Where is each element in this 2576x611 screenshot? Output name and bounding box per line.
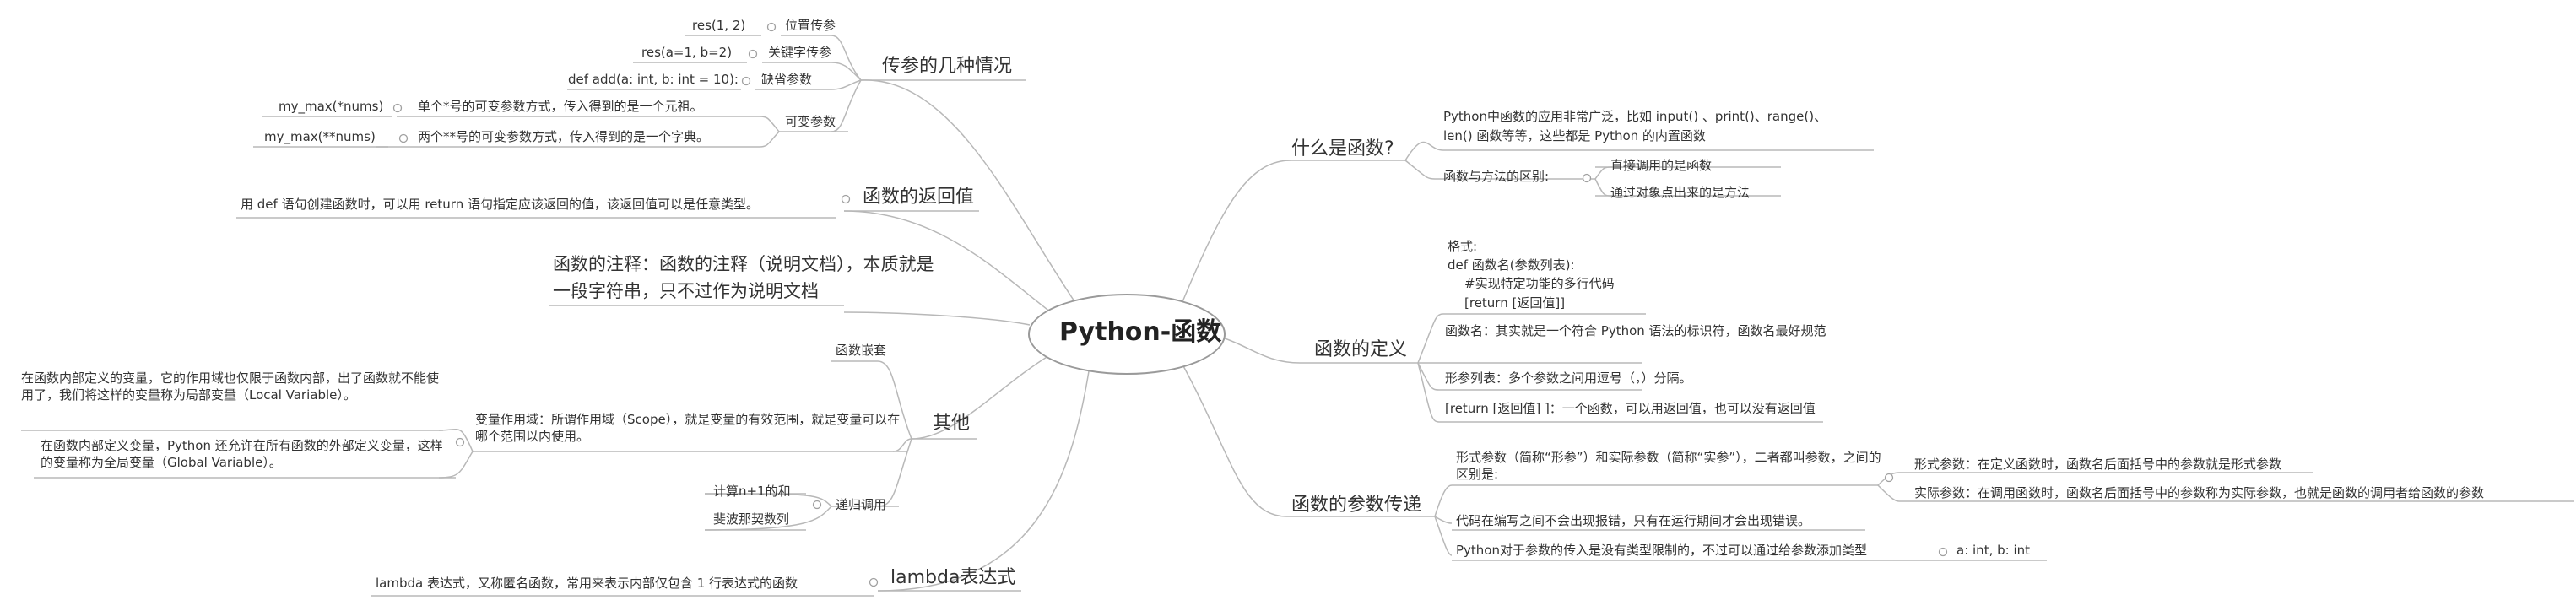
bullet-scope <box>455 437 465 447</box>
bullet-annotation <box>1938 547 1948 557</box>
bullet-positional <box>766 22 777 32</box>
star-example: my_max(*nums) <box>279 99 384 114</box>
branch-what-title: 什么是函数? <box>1291 138 1394 160</box>
branch-params-title: 传参的几种情况 <box>882 56 1013 77</box>
link-root-return <box>843 210 1052 313</box>
bullet-diff <box>1582 173 1592 183</box>
lambda-desc: lambda 表达式，又称匿名函数，常用来表示内部仅包含 1 行表达式的函数 <box>376 576 798 591</box>
default-label: 缺省参数 <box>761 72 813 87</box>
actual-param-desc: 实际参数：在调用函数时，函数名后面括号中的参数称为实际参数，也就是函数的调用者给… <box>1914 485 2485 500</box>
docstring-line1: 函数的注释：函数的注释（说明文档），本质就是 <box>553 254 934 274</box>
bullet-recursion-sum <box>812 500 822 510</box>
bullet-star <box>392 103 403 113</box>
format-line-4: [return [返回值]] <box>1464 295 1566 311</box>
link-root-lambda <box>877 370 1090 592</box>
param-list-desc: 形参列表：多个参数之间用逗号（，）分隔。 <box>1445 370 1692 386</box>
bullet-return <box>841 194 851 204</box>
positional-label: 位置传参 <box>785 18 836 33</box>
root-title: Python-函数 <box>1059 317 1222 347</box>
scope-global: 在函数内部定义变量，Python 还允许在所有函数的外部定义变量，这样的变量称为… <box>41 438 443 471</box>
recursion-title: 递归调用 <box>836 497 887 512</box>
branch-other-title: 其他 <box>933 413 971 434</box>
positional-example: res(1, 2) <box>692 18 746 33</box>
keyword-label: 关键字传参 <box>768 45 832 60</box>
return-desc-definition: [return [返回值] ]：一个函数，可以用返回值，也可以没有返回值 <box>1445 401 1816 416</box>
branch-lambda-title: lambda表达式 <box>890 567 1016 588</box>
diff-item-method: 通过对象点出来的是方法 <box>1610 185 1751 200</box>
branch-return-title: 函数的返回值 <box>863 187 975 208</box>
link-root-other <box>911 354 1052 440</box>
runtime-error-desc: 代码在编写之间不会出现报错，只有在运行期间才会出现错误。 <box>1456 513 1811 528</box>
bullet-keyword <box>748 49 758 59</box>
bullet-formal-actual <box>1884 473 1894 483</box>
formal-actual-desc: 形式参数（简称“形参”）和实际参数（简称“实参”），二者都叫参数，之间的区别是: <box>1456 450 1881 483</box>
double-star-example: my_max(**nums) <box>264 129 376 144</box>
recursion-example-fibonacci: 斐波那契数列 <box>713 511 790 527</box>
link-root-docstring <box>843 311 1031 326</box>
branch-passing-title: 函数的参数传递 <box>1291 495 1422 516</box>
keyword-example: res(a=1, b=2) <box>641 45 733 60</box>
function-name-desc: 函数名：其实就是一个符合 Python 语法的标识符，函数名最好规范 <box>1445 323 1826 338</box>
variable-label: 可变参数 <box>785 114 836 129</box>
default-example: def add(a: int, b: int = 10): <box>568 72 739 87</box>
docstring-line2: 一段字符串，只不过作为说明文档 <box>553 281 819 301</box>
format-line-3: #实现特定功能的多行代码 <box>1464 276 1615 291</box>
double-star-desc: 两个**号的可变参数方式，传入得到的是一个字典。 <box>418 129 710 144</box>
return-desc: 用 def 语句创建函数时，可以用 return 语句指定应该返回的值，该返回值… <box>241 197 759 212</box>
format-line-2: def 函数名(参数列表): <box>1448 257 1575 273</box>
link-root-passing <box>1181 362 1288 517</box>
annotation-desc: Python对于参数的传入是没有类型限制的，不过可以通过给参数添加类型 <box>1456 543 1867 558</box>
formal-param-desc: 形式参数：在定义函数时，函数名后面括号中的参数就是形式参数 <box>1914 457 2282 472</box>
link-root-params <box>860 79 1077 305</box>
root-node-shape <box>1028 294 1226 375</box>
bullet-default <box>741 76 751 86</box>
what-desc-line2: len() 函数等等，这些都是 Python 的内置函数 <box>1443 128 1706 143</box>
format-line-1: 格式: <box>1448 239 1478 254</box>
diff-item-function: 直接调用的是函数 <box>1610 158 1713 173</box>
diff-label: 函数与方法的区别: <box>1443 169 1550 184</box>
branch-definition-title: 函数的定义 <box>1314 339 1408 360</box>
star-desc: 单个*号的可变参数方式，传入得到的是一个元祖。 <box>418 99 703 114</box>
what-desc-line1: Python中函数的应用非常广泛，比如 input() 、print()、ran… <box>1443 109 1827 124</box>
annotation-example: a: int, b: int <box>1956 543 2031 558</box>
bullet-lambda <box>869 577 879 587</box>
recursion-example-sum: 计算n+1的和 <box>713 484 791 499</box>
link-root-definition <box>1221 337 1301 364</box>
bullet-double-star <box>398 133 409 143</box>
nested-function: 函数嵌套 <box>836 343 887 358</box>
scope-desc: 变量作用域：所谓作用域（Scope），就是变量的有效范围，就是变量可以在哪个范围… <box>475 412 901 445</box>
link-root-what <box>1181 160 1292 305</box>
scope-local: 在函数内部定义的变量，它的作用域也仅限于函数内部，出了函数就不能使用了，我们将这… <box>21 370 440 403</box>
